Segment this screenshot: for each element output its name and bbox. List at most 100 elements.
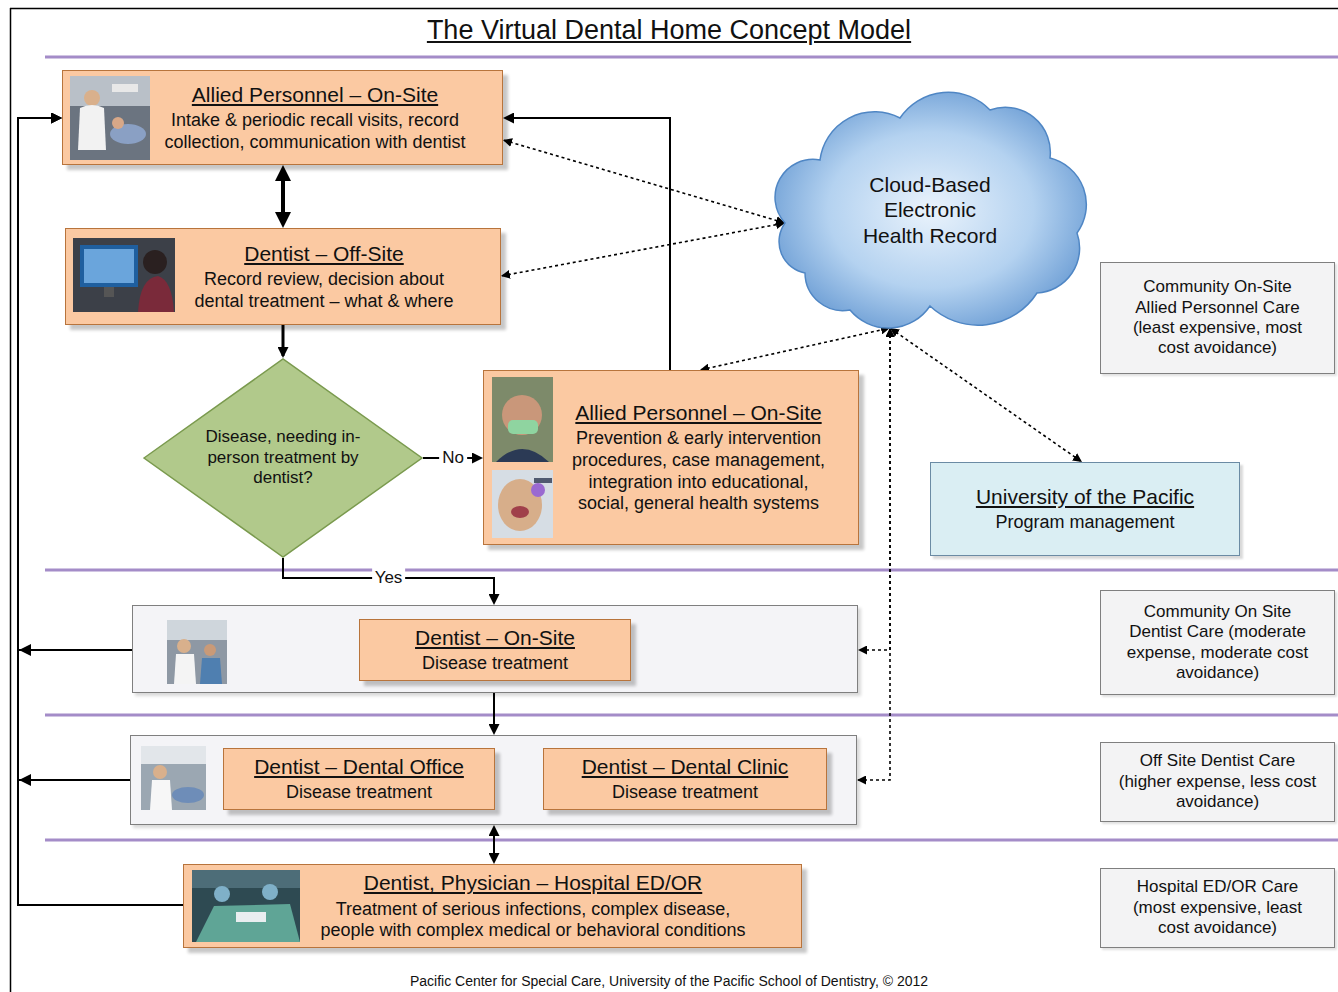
photo (196, 904, 300, 942)
box-label: Off Site Dentist Care (higher expense, l… (1115, 751, 1320, 812)
photo (141, 746, 206, 764)
connector (281, 169, 285, 224)
edge-label-holder: No (439, 448, 467, 468)
text-group: Allied Personnel – On-SitePrevention & e… (566, 400, 831, 515)
diamond-outline (144, 359, 422, 557)
separator-line (45, 714, 1338, 717)
title-holder: The Virtual Dental Home Concept Model (0, 14, 1338, 46)
box-body: Disease treatment (550, 782, 820, 804)
photo (70, 76, 150, 160)
photo (508, 420, 538, 434)
process-box: Dentist – Off-SiteRecord review, decisio… (65, 228, 501, 325)
cost-level-box: Hospital ED/OR Care (most expensive, lea… (1100, 868, 1335, 948)
photo (104, 287, 114, 297)
connector (282, 325, 285, 356)
photo (200, 658, 222, 684)
process-box: Dentist – Dental OfficeDisease treatment (223, 748, 495, 810)
care-level-band: Dentist – On-SiteDisease treatment (132, 605, 858, 693)
care-level-band: Dentist – Dental OfficeDisease treatment… (130, 735, 857, 825)
photo (150, 780, 172, 810)
box-label: Hospital ED/OR Care (most expensive, lea… (1123, 877, 1313, 938)
process-box: Allied Personnel – On-SitePrevention & e… (483, 370, 859, 545)
connector (283, 558, 494, 603)
process-box: Allied Personnel – On-SiteIntake & perio… (62, 70, 503, 165)
text-group: Dentist, Physician – Hospital ED/OR Treat… (314, 870, 752, 941)
photo (531, 483, 545, 497)
decision-diamond: Disease, needing in-person treatment by … (143, 358, 423, 558)
photo (138, 276, 174, 312)
box-body: Treatment of serious infections, complex… (314, 899, 752, 942)
photo (172, 787, 204, 803)
photo (496, 449, 549, 462)
text-group: Hospital ED/OR Care (most expensive, lea… (1123, 877, 1313, 938)
text-group: Dentist – Dental OfficeDisease treatment (229, 754, 489, 804)
photo (70, 76, 150, 106)
separator-line (45, 56, 1338, 59)
box-body: Disease treatment (365, 653, 625, 675)
photo (112, 84, 138, 92)
box-body: Record review, decision about dental tre… (184, 269, 464, 312)
photo (112, 117, 124, 129)
text-group: Dentist – Off-SiteRecord review, decisio… (184, 241, 464, 312)
photo (534, 478, 552, 483)
connector (493, 827, 495, 862)
photo (498, 479, 542, 531)
cost-level-box: Community On Site Dentist Care (moderate… (1100, 590, 1335, 695)
process-box: Dentist – On-SiteDisease treatment (359, 619, 631, 681)
box-heading: Dentist – On-Site (365, 625, 625, 650)
box-label: Community On-Site Allied Personnel Care … (1125, 277, 1310, 359)
photo (78, 105, 106, 150)
cost-level-box: Community On-Site Allied Personnel Care … (1100, 262, 1335, 374)
photo (192, 870, 300, 942)
process-box: Dentist, Physician – Hospital ED/OR Treat… (183, 864, 802, 948)
box-heading: Allied Personnel – On-Site (155, 82, 475, 107)
connector (858, 329, 890, 780)
text-group: Dentist – Dental ClinicDisease treatment (550, 754, 820, 804)
box-heading: University of the Pacific (940, 484, 1230, 509)
photo (110, 124, 146, 144)
photo (262, 884, 278, 900)
photo (167, 620, 227, 640)
photo (84, 249, 134, 283)
photo (84, 90, 100, 106)
cloud-shape: Cloud-Based Electronic Health Record (775, 88, 1085, 332)
photo (73, 238, 175, 312)
photo (177, 639, 191, 653)
photo (192, 870, 300, 888)
management-box: University of the PacificProgram managem… (930, 462, 1240, 556)
text-group: Off Site Dentist Care (higher expense, l… (1115, 751, 1320, 812)
connector (505, 118, 670, 370)
photo (502, 395, 542, 435)
text-group: Dentist – On-SiteDisease treatment (365, 625, 625, 675)
photo (143, 250, 167, 274)
connector (504, 140, 784, 222)
box-heading: Dentist – Dental Office (229, 754, 489, 779)
diagram-caption: Pacific Center for Special Care, Univers… (410, 973, 928, 990)
box-body: Program management (940, 512, 1230, 534)
photo (174, 654, 196, 684)
text-group: Disease, needing in-person treatment by … (193, 427, 373, 488)
box-heading: Dentist, Physician – Hospital ED/OR (314, 870, 752, 895)
box-heading: Allied Personnel – On-Site (566, 400, 831, 425)
diagram-title: The Virtual Dental Home Concept Model (427, 14, 911, 46)
connector (18, 118, 130, 780)
text-group: Allied Personnel – On-SiteIntake & perio… (155, 82, 475, 153)
text-group: Community On-Site Allied Personnel Care … (1125, 277, 1310, 359)
cloud-outline (775, 92, 1086, 328)
cost-level-box: Off Site Dentist Care (higher expense, l… (1100, 742, 1335, 822)
connector (859, 329, 890, 650)
frame-line (10, 8, 12, 992)
photo (236, 912, 266, 922)
text-group: Cloud-Based Electronic Health Record (855, 172, 1005, 248)
box-heading: Dentist – Dental Clinic (550, 754, 820, 779)
photo (492, 470, 553, 538)
edge-label: No (439, 448, 467, 468)
connector (891, 329, 1081, 462)
separator-line (45, 569, 1338, 572)
separator-line (45, 839, 1338, 842)
photo (214, 886, 230, 902)
box-body: Intake & periodic recall visits, record … (155, 110, 475, 153)
photo (492, 377, 553, 462)
connector (18, 118, 132, 650)
connector (701, 328, 889, 370)
